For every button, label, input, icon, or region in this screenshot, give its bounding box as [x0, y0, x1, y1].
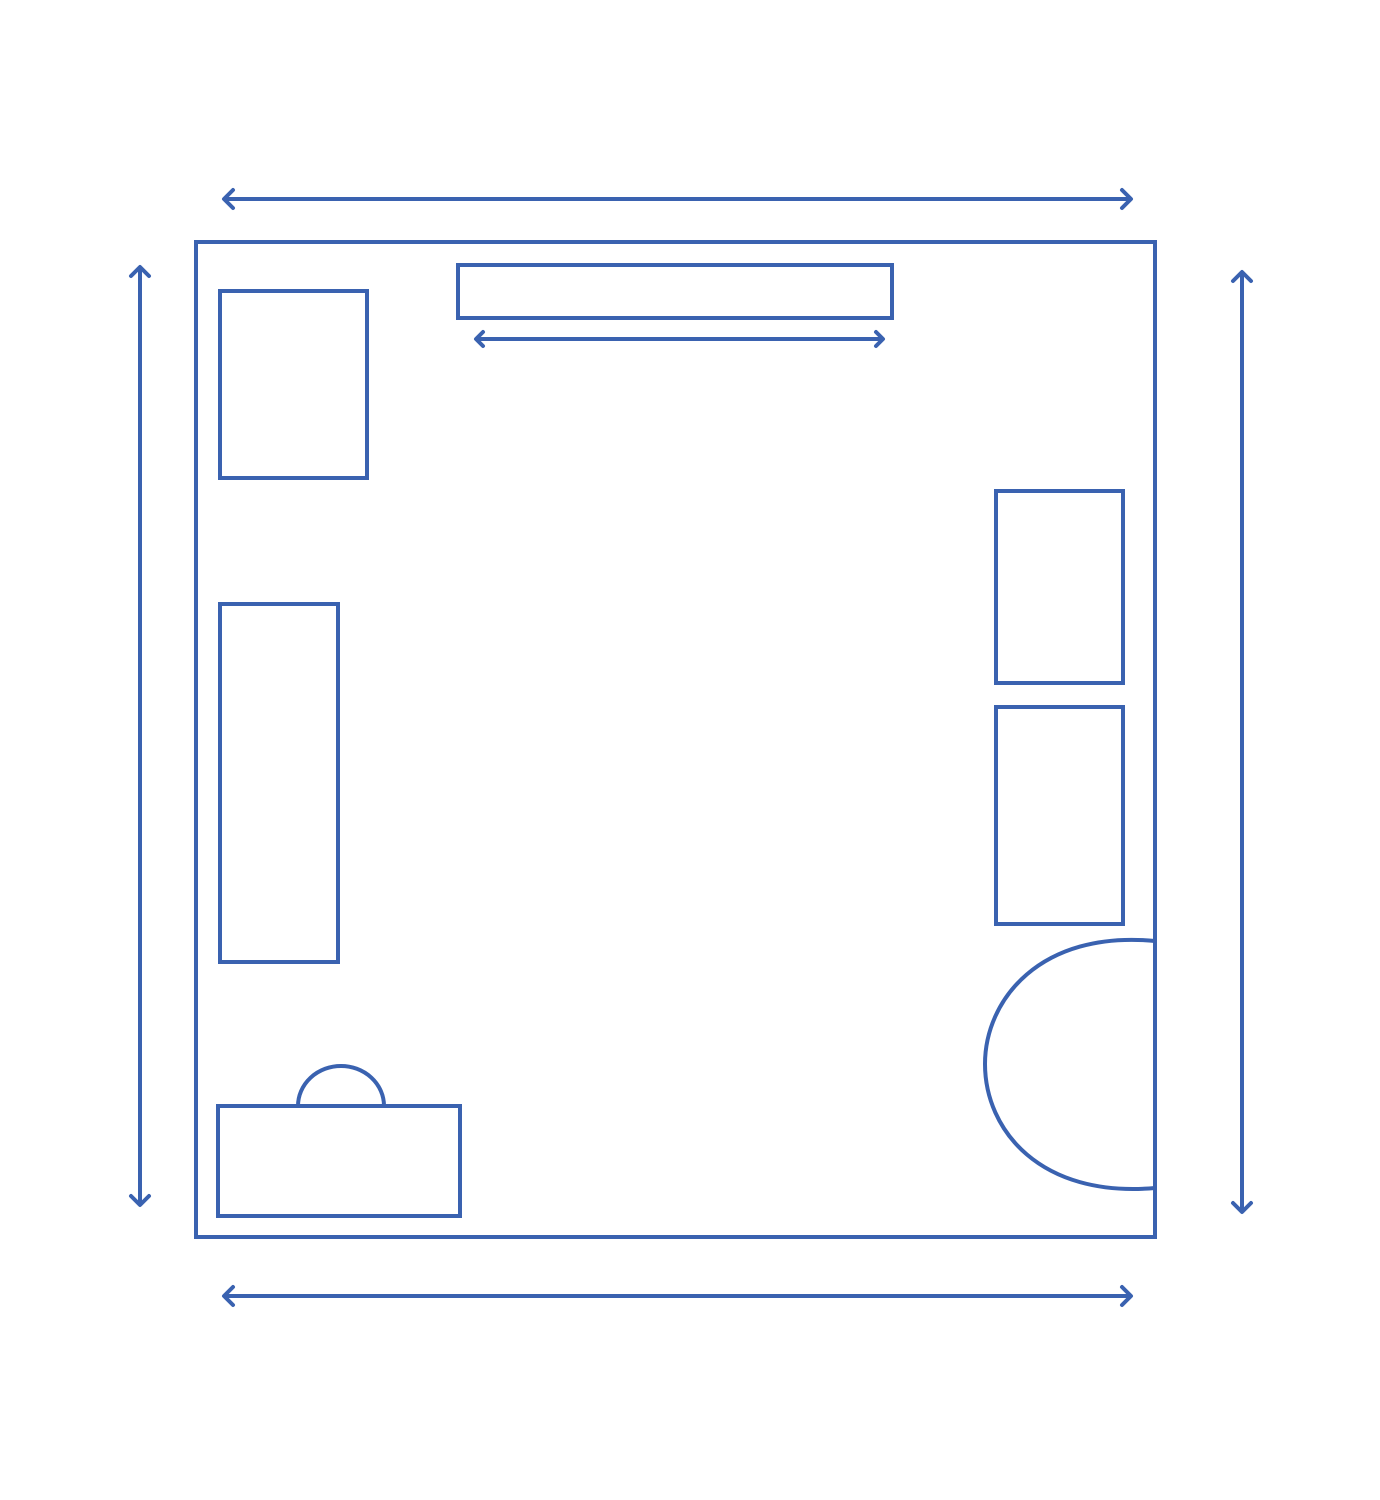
window-top — [456, 263, 894, 320]
shelf-right-lower — [994, 705, 1125, 926]
dimension-arrow-right — [1231, 270, 1253, 1214]
dimension-arrow-bottom — [222, 1285, 1133, 1307]
cabinet-top-left — [218, 289, 369, 480]
door-swing-arc — [982, 937, 1157, 1191]
chair-arc — [296, 1064, 386, 1108]
dimension-arrow-left — [129, 265, 151, 1207]
shelf-right-upper — [994, 489, 1125, 685]
room-outline — [194, 240, 1157, 1239]
dimension-arrow-window — [474, 330, 885, 348]
desk-bottom-left — [216, 1104, 462, 1218]
dimension-arrow-top — [222, 188, 1133, 210]
sofa-left — [218, 602, 340, 964]
